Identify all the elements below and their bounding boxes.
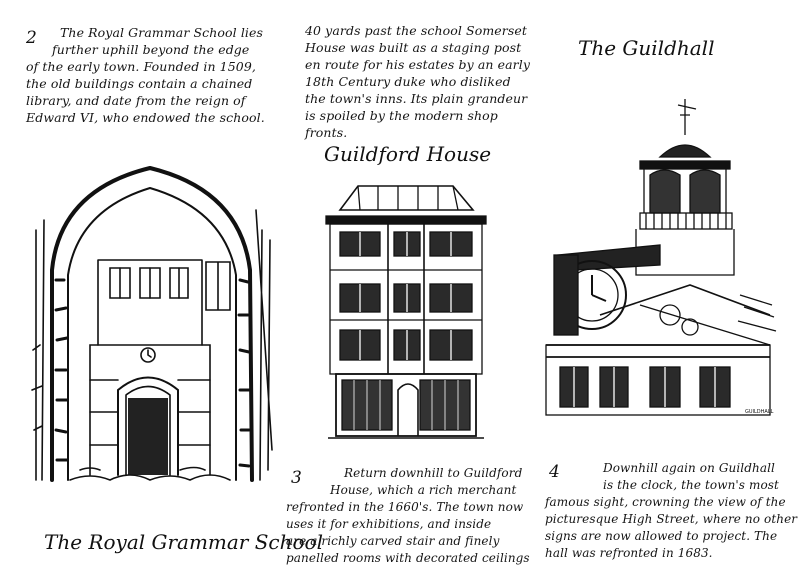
text-line: en route for his estates by an early <box>305 57 530 72</box>
text-line: uses it for exhibitions, and inside <box>286 517 492 531</box>
text-line: picturesque High Street, where no other <box>545 512 798 526</box>
text-line: library, and date from the reign of <box>26 93 246 108</box>
grammar-school-illustration <box>31 165 273 482</box>
text-line: panelled rooms with decorated ceilings <box>286 551 530 565</box>
text-line: The Royal Grammar School lies <box>60 25 264 40</box>
text-line: further uphill beyond the edge <box>52 42 250 57</box>
text-line: the town's inns. Its plain grandeur <box>305 91 528 106</box>
grammar-school-title: The Royal Grammar School <box>44 530 323 554</box>
section-4-number: 4 <box>549 462 560 482</box>
text-line: Return downhill to Guildford <box>344 466 523 480</box>
text-line: 18th Century duke who disliked <box>305 74 511 89</box>
text-line: are a richly carved stair and finely <box>286 534 500 548</box>
text-line: the old buildings contain a chained <box>26 76 253 91</box>
somerset-house-text: 40 yards past the school Somerset House … <box>305 22 565 141</box>
text-line: of the early town. Founded in 1509, <box>26 59 256 74</box>
text-line: is spoiled by the modern shop <box>305 108 498 123</box>
text-line: hall was refronted in 1683. <box>545 546 713 560</box>
text-line: House, which a rich merchant <box>330 483 517 497</box>
guildhall-title: The Guildhall <box>578 36 715 60</box>
guildhall-illustration: GUILDHALL <box>545 99 777 416</box>
guildhall-sign: GUILDHALL <box>745 409 774 415</box>
text-line: Edward VI, who endowed the school. <box>26 110 265 125</box>
text-line: refronted in the 1660's. The town now <box>286 500 524 514</box>
section-2-number: 2 <box>26 28 37 48</box>
guildford-house-title: Guildford House <box>324 142 492 166</box>
guildford-house-illustration <box>325 185 487 439</box>
text-line: famous sight, crowning the view of the <box>545 495 786 509</box>
section-3-number: 3 <box>291 468 302 488</box>
text-line: signs are now allowed to project. The <box>545 529 778 543</box>
section-3-text: Return downhill to Guildford House, whic… <box>286 465 541 567</box>
section-2-text: The Royal Grammar School lies further up… <box>26 24 276 126</box>
text-line: Downhill again on Guildhall <box>603 461 775 475</box>
text-line: fronts. <box>305 125 348 140</box>
text-line: House was built as a staging post <box>305 40 522 55</box>
section-4-text: Downhill again on Guildhall is the clock… <box>545 460 798 562</box>
text-line: 40 yards past the school Somerset <box>305 23 528 38</box>
text-line: is the clock, the town's most <box>603 478 779 492</box>
